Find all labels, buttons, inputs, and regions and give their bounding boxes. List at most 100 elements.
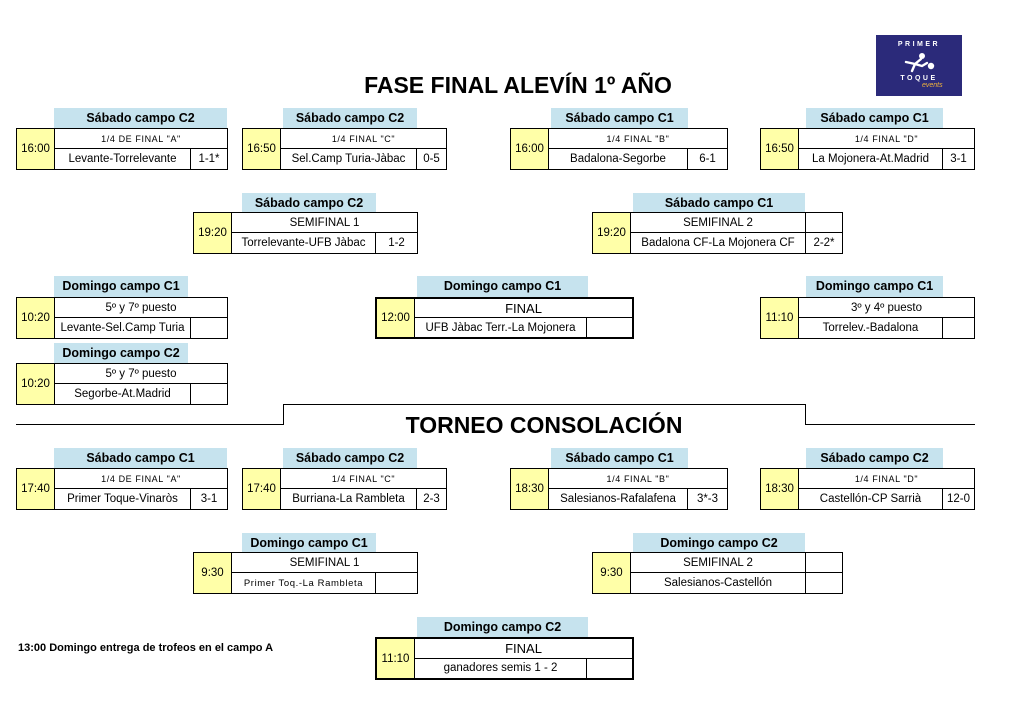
main-q2-header: Sábado campo C2 [283,108,417,129]
main-place3-match-box: 11:10 3º y 4º puesto Torrelev.-Badalona [760,297,975,339]
match-teams: Levante-Torrelevante [68,153,177,165]
score-header-cell [805,213,842,233]
round-label: 1/4 DE FINAL "A" [55,129,227,149]
round-label: 1/4 FINAL "D" [799,129,974,149]
match-score [586,318,632,337]
match-teams: Salesianos-Castellón [663,577,773,589]
match-score [190,384,227,404]
match-time: 12:00 [377,299,415,337]
match-teams: Castellón-CP Sarrià [819,493,922,505]
main-title: FASE FINAL ALEVÍN 1º AÑO [364,72,672,98]
match-score: 2-3 [416,489,446,509]
cons-q1-match-box: 17:40 1/4 DE FINAL "A" Primer Toque-Vina… [16,468,228,510]
match-score [805,573,842,593]
main-final-match-box: 12:00 FINAL UFB Jàbac Terr.-La Mojonera [375,297,634,339]
match-time: 10:20 [17,364,55,404]
main-semi1-header: Sábado campo C2 [242,193,376,214]
match-teams: Salesianos-Rafalafena [560,493,676,505]
cons-q4-header: Sábado campo C2 [806,448,943,469]
round-label: 5º y 7º puesto [55,298,227,318]
match-teams: ganadores semis 1 - 2 [443,662,558,675]
match-teams: Primer Toque-Vinaròs [67,493,178,505]
match-score: 3-1 [942,149,974,169]
round-label: 1/4 FINAL "B" [549,129,727,149]
round-label: 5º y 7º puesto [55,364,227,384]
match-score [190,318,227,338]
separator-line-left [16,424,284,425]
main-place1-match-box: 10:20 5º y 7º puesto Levante-Sel.Camp Tu… [16,297,228,339]
match-teams: Badalona-Segorbe [570,153,666,165]
cons-q4-match-box: 18:30 1/4 FINAL "D" Castellón-CP Sarrià … [760,468,975,510]
match-teams: Segorbe-At.Madrid [74,388,171,400]
match-teams: Badalona CF-La Mojonera CF [641,237,795,249]
main-q4-header: Sábado campo C1 [806,108,943,129]
cons-final-match-box: 11:10 FINAL ganadores semis 1 - 2 [375,637,634,680]
score-header-cell [805,553,842,573]
cons-final-header: Domingo campo C2 [417,617,588,638]
round-label: 1/4 FINAL "D" [799,469,974,489]
round-label: 1/4 FINAL "C" [281,469,446,489]
match-teams: Burriana-La Rambleta [292,493,405,505]
main-q3-header: Sábado campo C1 [551,108,688,129]
round-label: SEMIFINAL 2 [631,213,805,233]
match-teams: Primer Toq.-La Rambleta [243,577,364,589]
cons-semi2-match-box: 9:30 SEMIFINAL 2 Salesianos-Castellón [592,552,843,594]
match-time: 11:10 [761,298,799,338]
round-label: SEMIFINAL 1 [232,553,417,573]
main-semi1-match-box: 19:20 SEMIFINAL 1 Torrelevante-UFB Jàbac… [193,212,418,254]
round-label: SEMIFINAL 2 [631,553,805,573]
match-time: 9:30 [593,553,631,593]
separator-line-right [805,424,975,425]
match-score: 2-2* [805,233,842,253]
round-label: 1/4 DE FINAL "A" [55,469,227,489]
match-teams: Torrelevante-UFB Jàbac [241,237,366,249]
round-label: FINAL [415,299,632,318]
main-q4-match-box: 16:50 1/4 FINAL "D" La Mojonera-At.Madri… [760,128,975,170]
round-label: 1/4 FINAL "B" [549,469,727,489]
main-place3-header: Domingo campo C1 [806,276,943,297]
cons-q2-match-box: 17:40 1/4 FINAL "C" Burriana-La Rambleta… [242,468,447,510]
match-time: 19:20 [194,213,232,253]
match-time: 16:50 [761,129,799,169]
player-icon [904,53,935,73]
match-score: 12-0 [942,489,974,509]
logo-top-word: PRIMER [897,41,941,48]
trophy-ceremony-note: 13:00 Domingo entrega de trofeos en el c… [18,642,274,654]
cons-q1-header: Sábado campo C1 [54,448,227,469]
main-q2-match-box: 16:50 1/4 FINAL "C" Sel.Camp Turia-Jàbac… [242,128,447,170]
match-teams: UFB Jàbac Terr.-La Mojonera [425,321,576,334]
match-time: 17:40 [243,469,281,509]
separator-line-top [283,404,806,405]
match-time: 18:30 [761,469,799,509]
main-final-header: Domingo campo C1 [417,276,588,297]
main-q1-header: Sábado campo C2 [54,108,227,129]
main-place2-match-box: 10:20 5º y 7º puesto Segorbe-At.Madrid [16,363,228,405]
main-place2-header: Domingo campo C2 [54,343,188,364]
main-q1-match-box: 16:00 1/4 DE FINAL "A" Levante-Torreleva… [16,128,228,170]
match-time: 9:30 [194,553,232,593]
cons-q3-match-box: 18:30 1/4 FINAL "B" Salesianos-Rafalafen… [510,468,728,510]
cons-q3-header: Sábado campo C1 [551,448,688,469]
match-score: 3-1 [190,489,227,509]
separator-line-left-riser [283,404,284,425]
match-time: 17:40 [17,469,55,509]
cons-semi1-header: Domingo campo C1 [242,533,376,554]
main-semi2-header: Sábado campo C1 [633,193,805,214]
match-time: 16:00 [511,129,549,169]
cons-q2-header: Sábado campo C2 [283,448,417,469]
match-score: 0-5 [416,149,446,169]
match-time: 19:20 [593,213,631,253]
cons-semi2-header: Domingo campo C2 [633,533,805,554]
match-teams: La Mojonera-At.Madrid [812,153,929,165]
separator-line-right-riser [805,404,806,425]
logo-tagline: events [922,82,943,89]
main-q3-match-box: 16:00 1/4 FINAL "B" Badalona-Segorbe 6-1 [510,128,728,170]
match-teams: Levante-Sel.Camp Turia [60,322,185,334]
main-semi2-match-box: 19:20 SEMIFINAL 2 Badalona CF-La Mojoner… [592,212,843,254]
logo-bottom-word: TOQUE [900,75,938,82]
cons-semi1-match-box: 9:30 SEMIFINAL 1 Primer Toq.-La Rambleta [193,552,418,594]
consolation-title: TORNEO CONSOLACIÓN [405,412,683,438]
match-score [942,318,974,338]
match-time: 16:50 [243,129,281,169]
match-teams: Torrelev.-Badalona [822,322,919,334]
